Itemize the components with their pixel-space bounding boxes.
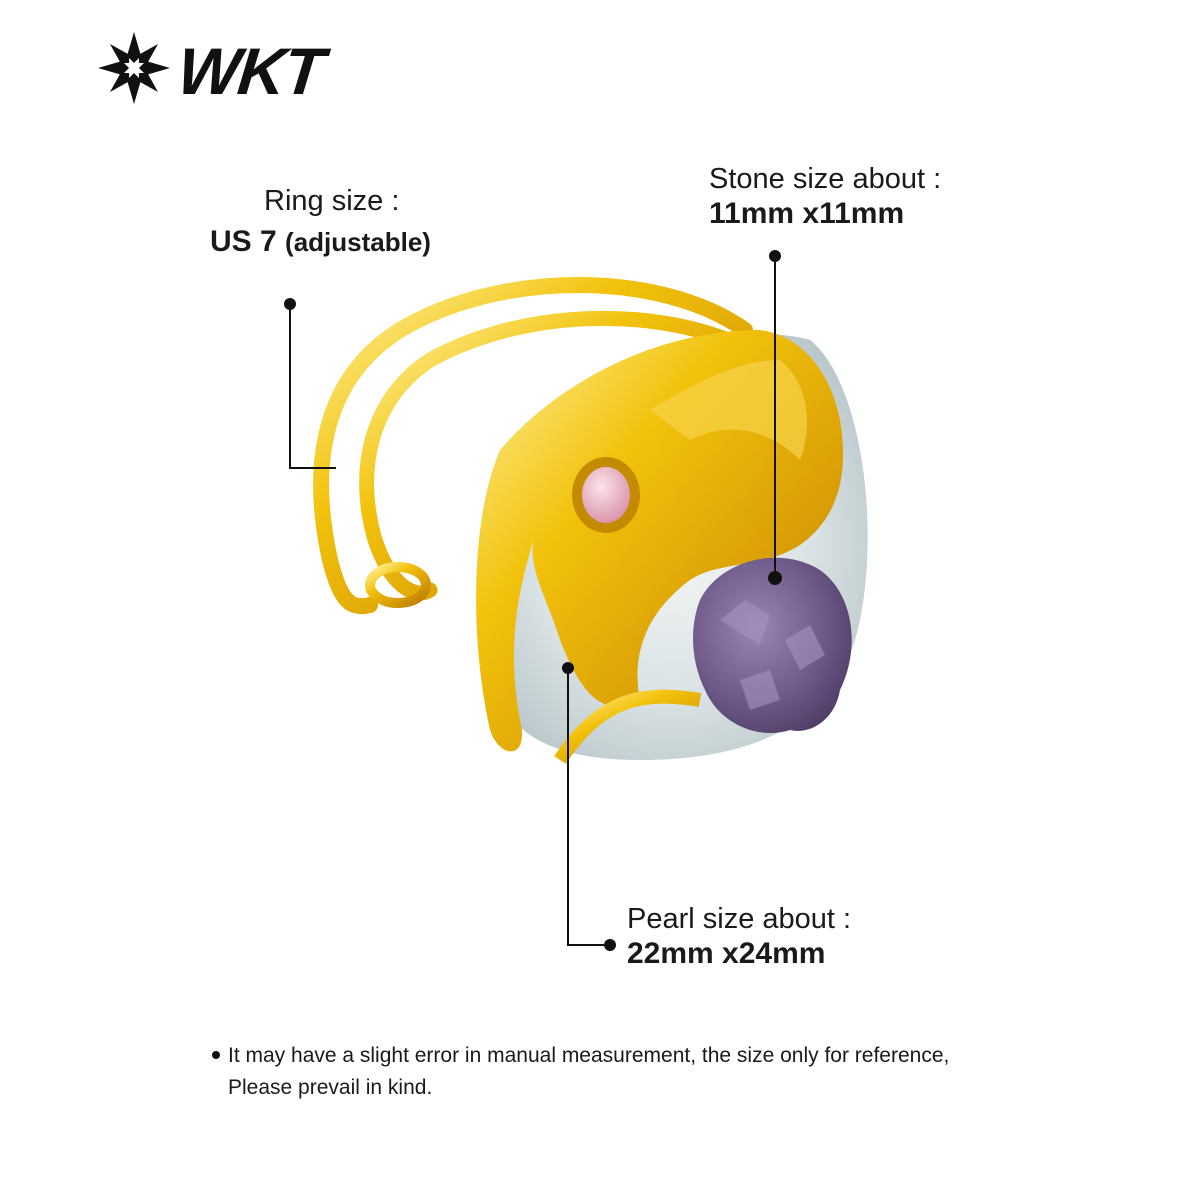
disclaimer-bullet-icon (212, 1051, 220, 1059)
stone-size-value: 11mm x11mm (709, 197, 905, 230)
ring-size-number: US 7 (210, 225, 277, 258)
ring-size-value: US 7 (adjustable) (210, 224, 431, 260)
disclaimer-line-2: Please prevail in kind. (228, 1076, 433, 1099)
ring-size-qualifier: (adjustable) (285, 227, 431, 257)
pearl-size-value: 22mm x24mm (627, 937, 826, 970)
disclaimer-line-1: It may have a slight error in manual mea… (228, 1044, 950, 1067)
pearl-size-label: Pearl size about : (627, 903, 852, 935)
brand-logo-icon (98, 32, 170, 104)
ring-size-label: Ring size : (264, 185, 400, 217)
stone-size-label: Stone size about : (709, 163, 942, 195)
